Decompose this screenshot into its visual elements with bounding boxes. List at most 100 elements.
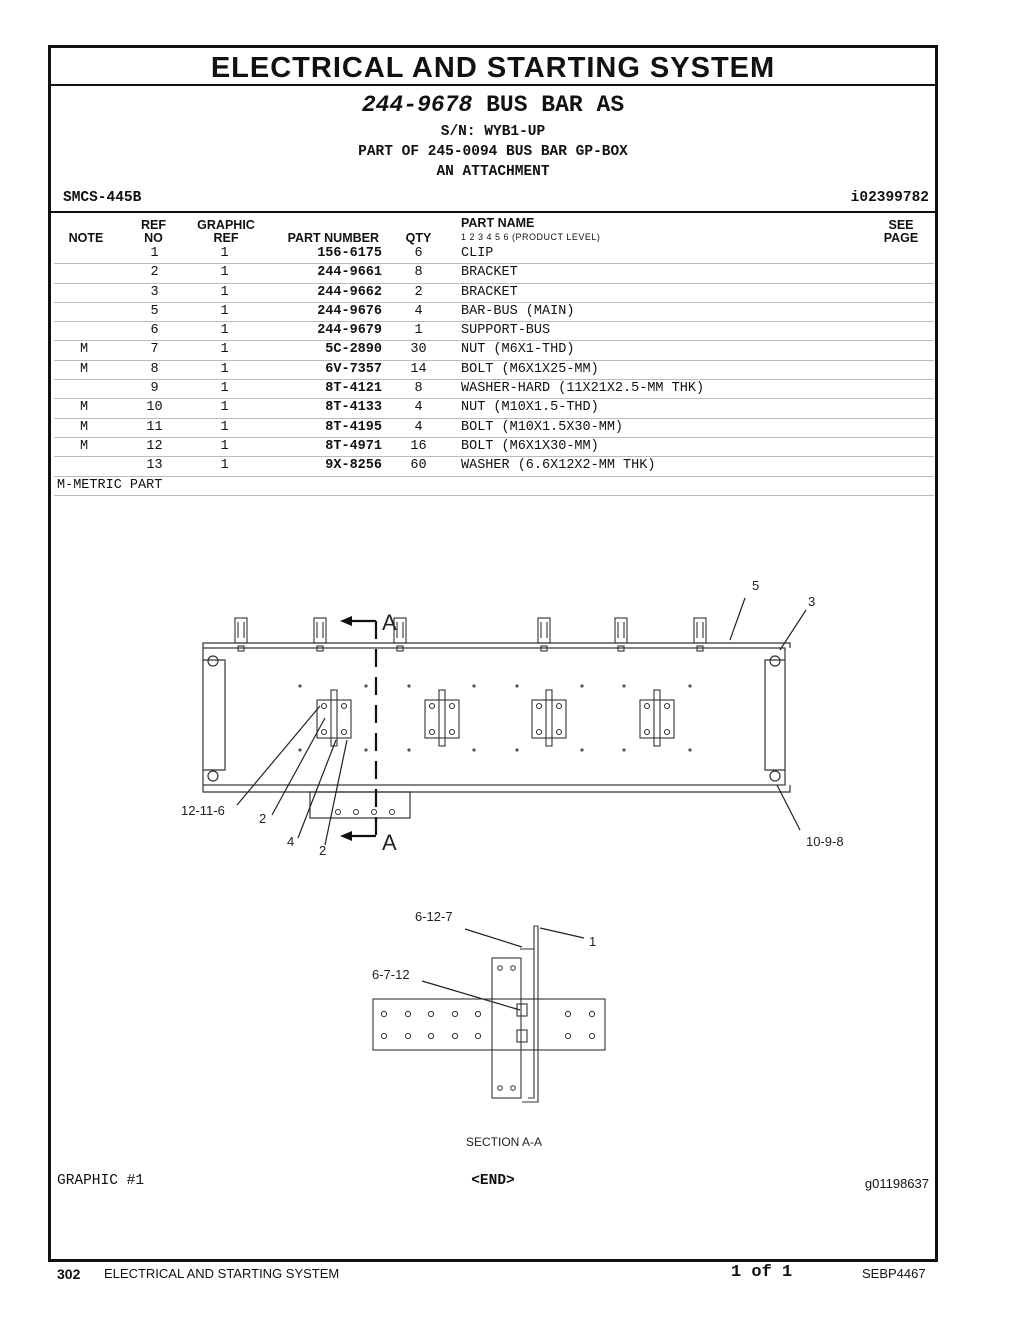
section-caption: SECTION A-A xyxy=(466,1135,542,1149)
clip-nut xyxy=(316,645,324,652)
cell-qty: 4 xyxy=(414,303,423,319)
bus-bar-hole xyxy=(474,1032,482,1040)
tab-hole xyxy=(371,809,377,815)
arrow-head-icon xyxy=(340,831,352,841)
col-graphic-bottom: REF xyxy=(213,231,239,245)
bracket-hole xyxy=(320,728,328,736)
bracket-hole xyxy=(535,702,543,710)
cell-ref: 13 xyxy=(146,458,163,474)
end-marker: <END> xyxy=(471,1173,515,1189)
rivet-dot xyxy=(688,748,692,752)
cell-qty: 16 xyxy=(410,438,427,454)
cell-pn: 9X-8256 xyxy=(325,458,382,474)
rivet-dot xyxy=(622,748,626,752)
col-graphic-top: GRAPHIC xyxy=(197,218,255,232)
callout-6-7-12: 6-7-12 xyxy=(372,967,410,982)
bracket-hole xyxy=(555,702,563,710)
bracket-bar xyxy=(653,689,661,747)
cell-name: WASHER-HARD (11X21X2.5-MM THK) xyxy=(461,381,705,397)
bracket-hole xyxy=(448,728,456,736)
col-qty: QTY xyxy=(405,231,432,245)
clip-icon xyxy=(234,617,248,644)
main-bus-bar xyxy=(202,642,791,648)
bracket-hole xyxy=(663,728,671,736)
cell-ref: 2 xyxy=(150,265,159,281)
cell-ref: 10 xyxy=(146,400,163,416)
bus-bar-hole xyxy=(564,1010,572,1018)
cell-graphic: 1 xyxy=(220,438,229,454)
cell-name: BRACKET xyxy=(461,284,518,300)
cell-name: BAR-BUS (MAIN) xyxy=(461,303,575,319)
rivet-dot xyxy=(472,684,476,688)
rivet-dot xyxy=(364,748,368,752)
cell-pn: 8T-4121 xyxy=(325,381,382,397)
section-clip xyxy=(522,925,539,1103)
cell-graphic: 1 xyxy=(220,246,229,261)
tab-hole xyxy=(389,809,395,815)
cell-graphic: 1 xyxy=(220,419,229,435)
cell-name: BOLT (M10X1.5X30-MM) xyxy=(461,419,624,435)
cell-ref: 9 xyxy=(150,381,159,397)
assembly-part-name: BUS BAR AS xyxy=(486,92,625,118)
rivet-dot xyxy=(622,684,626,688)
cell-ref: 11 xyxy=(146,419,163,435)
cell-graphic: 1 xyxy=(220,458,229,474)
leader-5 xyxy=(729,597,746,641)
tab-hole xyxy=(335,809,341,815)
bracket-hole xyxy=(340,702,348,710)
leader-3 xyxy=(779,609,807,651)
col-product-levels: 1 2 3 4 5 6 (PRODUCT LEVEL) xyxy=(461,232,601,242)
bracket-hole xyxy=(643,702,651,710)
side-bracket-right xyxy=(764,659,785,771)
bracket-hole xyxy=(663,702,671,710)
support-hole xyxy=(510,965,516,971)
cell-graphic: 1 xyxy=(220,323,229,339)
leader-2b xyxy=(324,739,348,846)
cell-qty: 8 xyxy=(414,265,423,281)
callout-5: 5 xyxy=(752,578,759,593)
clip-nut xyxy=(237,645,245,652)
cell-graphic: 1 xyxy=(220,381,229,397)
cell-qty: 2 xyxy=(414,284,423,300)
cell-qty: 4 xyxy=(414,419,423,435)
cell-qty: 6 xyxy=(414,246,423,261)
leader-2a xyxy=(271,717,326,816)
side-bracket-left xyxy=(203,659,226,771)
cell-note: M xyxy=(79,342,89,358)
standoff-bracket xyxy=(639,699,675,739)
section-bus-bar xyxy=(372,998,606,1051)
cell-pn: 5C-2890 xyxy=(325,342,382,358)
col-part-name: PART NAME 1 2 3 4 5 6 (PRODUCT LEVEL) xyxy=(461,217,600,244)
clip-icon xyxy=(393,617,407,644)
bus-bar-hole xyxy=(427,1010,435,1018)
cell-pn: 244-9676 xyxy=(317,303,382,319)
bus-bar-hole xyxy=(474,1010,482,1018)
page-number: 302 xyxy=(57,1266,81,1282)
cell-note: M xyxy=(79,438,89,454)
bus-bar-hole xyxy=(564,1032,572,1040)
clip-icon xyxy=(537,617,551,644)
bracket-hole xyxy=(340,728,348,736)
cell-pn: 6V-7357 xyxy=(325,361,382,377)
bracket-hole xyxy=(448,702,456,710)
rivet-dot xyxy=(580,684,584,688)
cell-name: WASHER (6.6X12X2-MM THK) xyxy=(461,458,656,474)
rivet-dot xyxy=(472,748,476,752)
header-divider xyxy=(51,211,935,213)
rivet-dot xyxy=(580,748,584,752)
cell-ref: 3 xyxy=(150,284,159,300)
rivet-dot xyxy=(407,684,411,688)
standoff-bracket xyxy=(424,699,460,739)
cell-pn: 156-6175 xyxy=(317,246,382,261)
col-ref-top: REF xyxy=(141,218,166,232)
clip-nut xyxy=(540,645,548,652)
callout-1: 1 xyxy=(589,934,596,949)
bus-bar-hole xyxy=(404,1010,412,1018)
leader-1 xyxy=(539,927,585,939)
callout-2b: 2 xyxy=(319,843,326,858)
rivet-dot xyxy=(515,748,519,752)
col-ref: REF NO xyxy=(131,219,176,245)
col-part-number: PART NUMBER xyxy=(287,231,379,245)
bracket-bar xyxy=(438,689,446,747)
